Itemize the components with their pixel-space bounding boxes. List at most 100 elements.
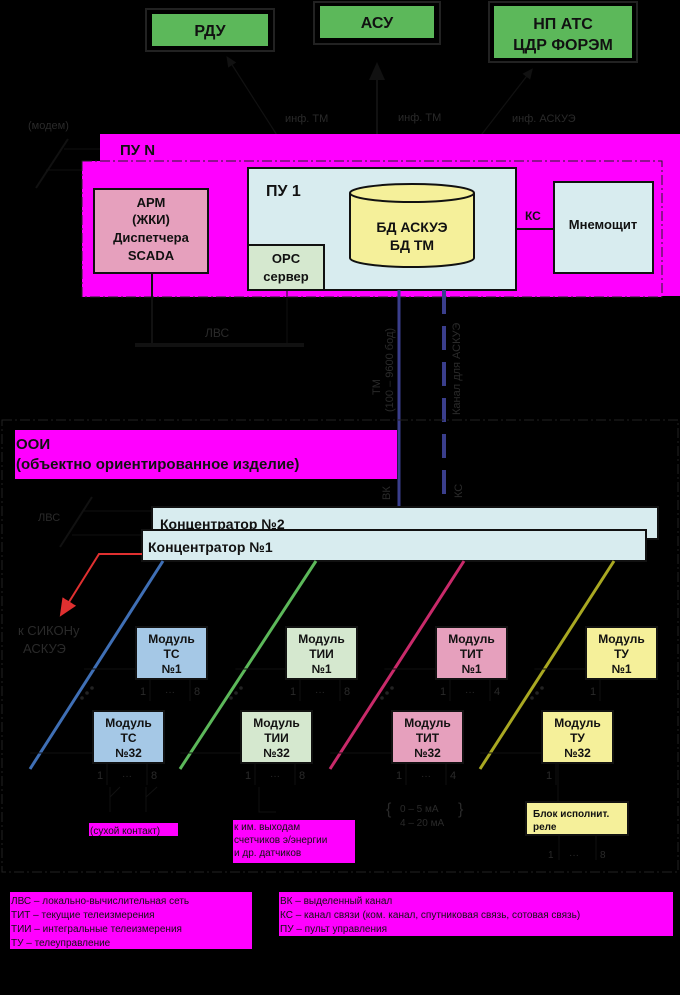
module-number: №32 [414, 746, 441, 760]
channel-first: 1 [590, 686, 596, 698]
module-type: ТИТ [460, 647, 484, 661]
bus-line-tu [478, 560, 616, 770]
relay-block[interactable]: Блок исполнит. реле [525, 801, 629, 836]
module-tu-first[interactable] [585, 626, 658, 680]
svg-text:Концентратор №1: Концентратор №1 [148, 539, 273, 555]
module-type: ТС [164, 647, 180, 661]
arm-dispatcher-box[interactable]: АРМ (ЖКИ) Диспетчера SCADA [93, 188, 209, 274]
module-type: ТС [121, 731, 137, 745]
ellipsis-dot [90, 686, 94, 690]
ks-lower-label: КС [453, 484, 465, 498]
channel-last: 8 [194, 686, 200, 698]
ellipsis-dot [234, 691, 238, 695]
svg-text:SCADA: SCADA [128, 248, 175, 263]
module-ts-first[interactable] [135, 626, 208, 680]
dry-contact-label: (сухой контакт) [90, 826, 160, 837]
module-tu-last[interactable] [541, 710, 614, 764]
channel-last: 4 [450, 770, 456, 782]
sikon-label-2: АСКУЭ [23, 641, 66, 656]
legend-right-item: ПУ – пульт управления [280, 924, 387, 935]
module-type: ТИИ [309, 647, 334, 661]
module-label: Модуль [448, 632, 494, 646]
module-number: №1 [611, 662, 631, 676]
opc-server-box[interactable]: OPC сервер [247, 244, 325, 291]
system-asu[interactable]: АСУ [313, 1, 441, 45]
svg-text:8: 8 [600, 850, 606, 861]
pu-n-label: ПУ N [120, 142, 155, 159]
ellipsis-dot [229, 696, 233, 700]
ooi-boundary [1, 419, 679, 873]
svg-text:БД ТМ: БД ТМ [390, 237, 434, 253]
mnemo-board-box[interactable]: Мнемощит [553, 181, 654, 274]
modem-slash [35, 138, 69, 189]
ellipsis-dot [540, 686, 544, 690]
module-tit-last[interactable] [391, 710, 464, 764]
ellipsis-dot [535, 691, 539, 695]
asu-box [320, 6, 434, 38]
svg-text:АРМ: АРМ [137, 195, 166, 210]
module-label: Модуль [253, 716, 299, 730]
ellipsis-dot [239, 686, 243, 690]
concentrator-1[interactable]: Концентратор №1 [141, 529, 647, 562]
svg-text:1: 1 [548, 850, 554, 861]
svg-text:···: ··· [569, 850, 579, 861]
module-label: Модуль [298, 632, 344, 646]
module-number: №32 [263, 746, 290, 760]
pulse-outputs-box [233, 820, 355, 863]
svg-text:к им. выходам: к им. выходам [234, 822, 300, 833]
channel-first: 1 [290, 686, 296, 698]
legend-left-item: ЛВС – локально-вычислительная сеть [11, 896, 189, 907]
module-tit-first[interactable] [435, 626, 508, 680]
channel-last: 8 [344, 686, 350, 698]
lvs-label-top: ЛВС [205, 326, 229, 340]
ooi-title: ООИ [16, 436, 50, 453]
channel-ellipsis: ··· [465, 687, 475, 698]
ks-label: КС [525, 209, 541, 223]
legend-left: ЛВС – локально-вычислительная сеть ТИТ –… [10, 892, 252, 949]
svg-text:Концентратор №2: Концентратор №2 [160, 516, 285, 532]
ellipsis-dot [80, 696, 84, 700]
svg-text:OPC: OPC [272, 251, 301, 266]
askue-channel-label: Канал для АСКУЭ [451, 323, 463, 415]
channel-ellipsis: ··· [315, 687, 325, 698]
svg-text:Диспетчера: Диспетчера [113, 230, 189, 245]
brace-left: { [386, 801, 392, 818]
module-tii-first[interactable] [285, 626, 358, 680]
module-type: ТУ [570, 731, 585, 745]
channel-first: 1 [140, 686, 146, 698]
legend-left-item: ТИИ – интегральные телеизмерения [11, 924, 182, 935]
lvs-label-lower: ЛВС [38, 512, 60, 524]
module-label: Модуль [105, 716, 151, 730]
channel-last: 8 [299, 770, 305, 782]
channel-ellipsis: ··· [122, 771, 132, 782]
module-ts-last[interactable] [92, 710, 165, 764]
inf-askue-label: инф. АСКУЭ [512, 113, 576, 125]
tm-channel-label: ТМ [371, 379, 383, 395]
svg-text:сервер: сервер [263, 269, 308, 284]
module-type: ТУ [614, 647, 629, 661]
module-tii-last[interactable] [240, 710, 313, 764]
system-np-ats[interactable]: НП АТС ЦДР ФОРЭМ [488, 1, 638, 63]
np-ats-label-1: НП АТС [533, 16, 593, 33]
system-rdu[interactable]: РДУ [145, 8, 275, 52]
module-label: Модуль [598, 632, 644, 646]
inf-tm-label-1: инф. ТМ [285, 113, 328, 125]
svg-text:Мнемощит: Мнемощит [569, 217, 637, 232]
ellipsis-dot [530, 696, 534, 700]
module-number: №1 [461, 662, 481, 676]
channel-ellipsis: ··· [270, 771, 280, 782]
lvs-slash-lower [59, 496, 93, 548]
tm-baud-label: (100 – 9600 бод) [384, 328, 396, 412]
brace-right: } [458, 801, 464, 818]
np-ats-label-2: ЦДР ФОРЭМ [513, 37, 613, 54]
database-cylinder[interactable]: БД АСКУЭ БД ТМ [349, 183, 475, 268]
module-number: №1 [161, 662, 181, 676]
asu-label: АСУ [361, 15, 395, 32]
channel-first: 1 [97, 770, 103, 782]
channel-last: 8 [151, 770, 157, 782]
channel-first: 1 [245, 770, 251, 782]
bus-line-ts [28, 560, 165, 770]
module-number: №32 [564, 746, 591, 760]
legend-right-item: КС – канал связи (ком. канал, спутникова… [280, 910, 580, 921]
